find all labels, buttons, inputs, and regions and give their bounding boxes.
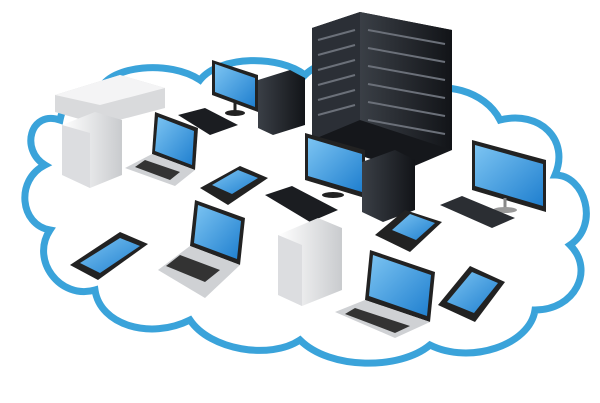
smartphone-center-top — [200, 166, 268, 205]
smartphone-right — [375, 210, 442, 252]
desktop-tower-top — [258, 70, 305, 135]
network-router — [55, 75, 165, 125]
keyboard-center — [265, 186, 338, 222]
server-tower-white-center — [278, 218, 342, 306]
keyboard-top — [178, 108, 238, 135]
smartphone-left — [70, 232, 148, 280]
keyboard-right — [440, 196, 515, 228]
desktop-monitor-top — [212, 60, 258, 116]
desktop-tower-center — [362, 150, 415, 222]
desktop-monitor-right — [472, 140, 546, 213]
laptop-center — [158, 200, 245, 298]
laptop-left — [125, 112, 198, 186]
server-tower-white-left — [62, 112, 122, 188]
server-rack — [312, 12, 452, 170]
laptop-bottom — [335, 250, 435, 338]
smartphone-bottom-right — [438, 266, 505, 322]
desktop-monitor-center — [305, 133, 365, 198]
